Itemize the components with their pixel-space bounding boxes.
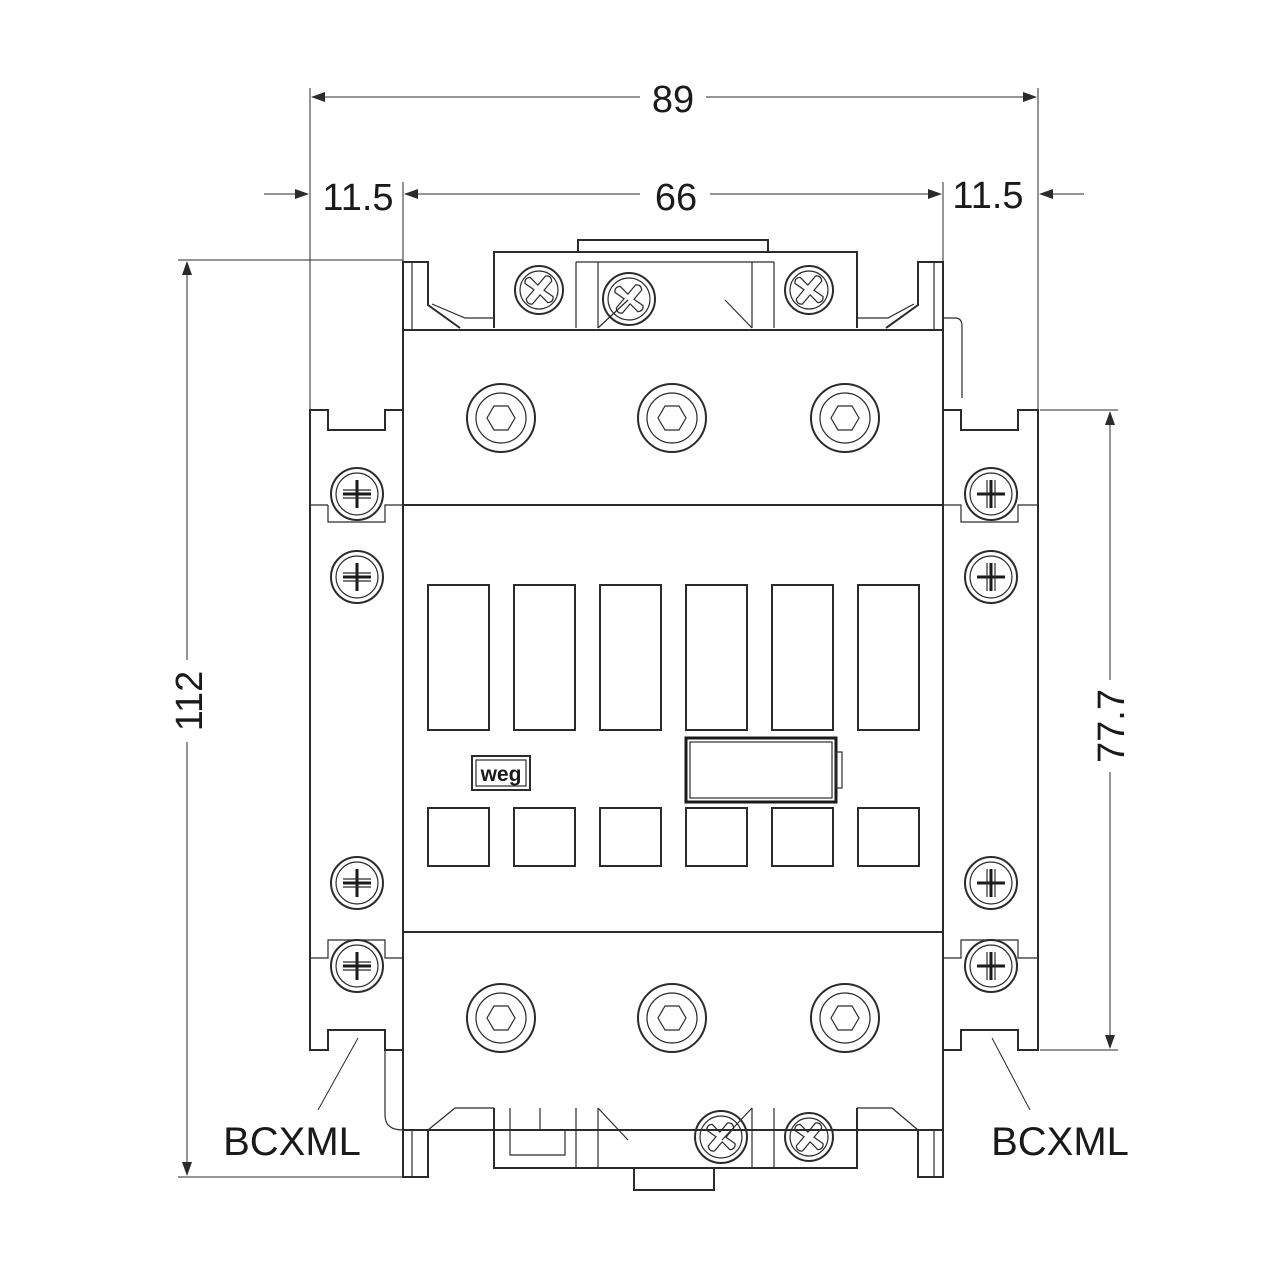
contactor-body <box>402 329 944 1131</box>
callout-left-label: BCXML <box>223 1120 361 1164</box>
mount-height-label: 77.7 <box>1091 689 1133 763</box>
phillips-screw-bottom-2 <box>784 1112 834 1162</box>
hex-terminal-bottom-1 <box>466 983 536 1053</box>
side-screw-left-4 <box>330 939 384 993</box>
label-slot-small <box>771 807 834 867</box>
callout-right-label: BCXML <box>991 1120 1129 1164</box>
label-slot-tall <box>685 584 748 731</box>
callout-left: BCXML <box>223 1037 361 1164</box>
label-slots-tall <box>427 584 920 731</box>
right-offset-label: 11.5 <box>952 175 1023 217</box>
center-width-label: 66 <box>655 177 697 219</box>
side-screw-left-1 <box>330 467 384 521</box>
left-offset-label: 11.5 <box>322 177 393 219</box>
hex-terminal-top-3 <box>810 383 880 453</box>
overall-height-label: 112 <box>169 671 211 732</box>
side-screw-right-2 <box>964 550 1018 604</box>
phillips-screw-top-1 <box>514 265 564 315</box>
label-slots-small <box>427 807 920 867</box>
hex-terminal-bottom-3 <box>810 983 880 1053</box>
dimension-mount-height: 77.7 <box>1040 409 1133 1051</box>
weg-logo: weg <box>471 755 531 791</box>
dimension-left-offset: 11.5 <box>264 177 394 219</box>
phillips-screw-top-3 <box>784 265 834 315</box>
left-mounting-flange <box>309 409 403 1051</box>
label-slot-small <box>857 807 920 867</box>
label-slot-tall <box>599 584 662 731</box>
dimension-right-offset: 11.5 <box>952 175 1084 217</box>
callout-right: BCXML <box>991 1037 1129 1164</box>
label-slot-small <box>599 807 662 867</box>
side-screw-right-1 <box>964 467 1018 521</box>
dimension-center-width: 66 <box>402 177 944 262</box>
dimension-overall-height: 112 <box>169 259 403 1178</box>
hex-terminal-top-2 <box>637 383 707 453</box>
weg-logo-text: weg <box>480 763 522 786</box>
label-slot-small <box>513 807 576 867</box>
side-screw-left-3 <box>330 856 384 910</box>
phillips-screw-bottom-1 <box>694 1110 748 1164</box>
indicator-window <box>684 736 843 804</box>
side-screw-right-4 <box>964 939 1018 993</box>
phillips-screw-top-2 <box>602 272 656 326</box>
label-slot-small <box>685 807 748 867</box>
side-screw-left-2 <box>330 550 384 604</box>
label-slot-tall <box>513 584 576 731</box>
label-slot-tall <box>427 584 490 731</box>
hex-terminal-top-1 <box>466 383 536 453</box>
top-terminal-block <box>402 239 963 398</box>
dimension-overall-width: 89 <box>309 79 1039 410</box>
hex-terminal-bottom-2 <box>637 983 707 1053</box>
overall-width-label: 89 <box>652 79 694 121</box>
side-screw-right-3 <box>964 856 1018 910</box>
label-slot-tall <box>857 584 920 731</box>
label-slot-small <box>427 807 490 867</box>
bottom-terminal-block <box>384 1050 944 1191</box>
label-slot-tall <box>771 584 834 731</box>
